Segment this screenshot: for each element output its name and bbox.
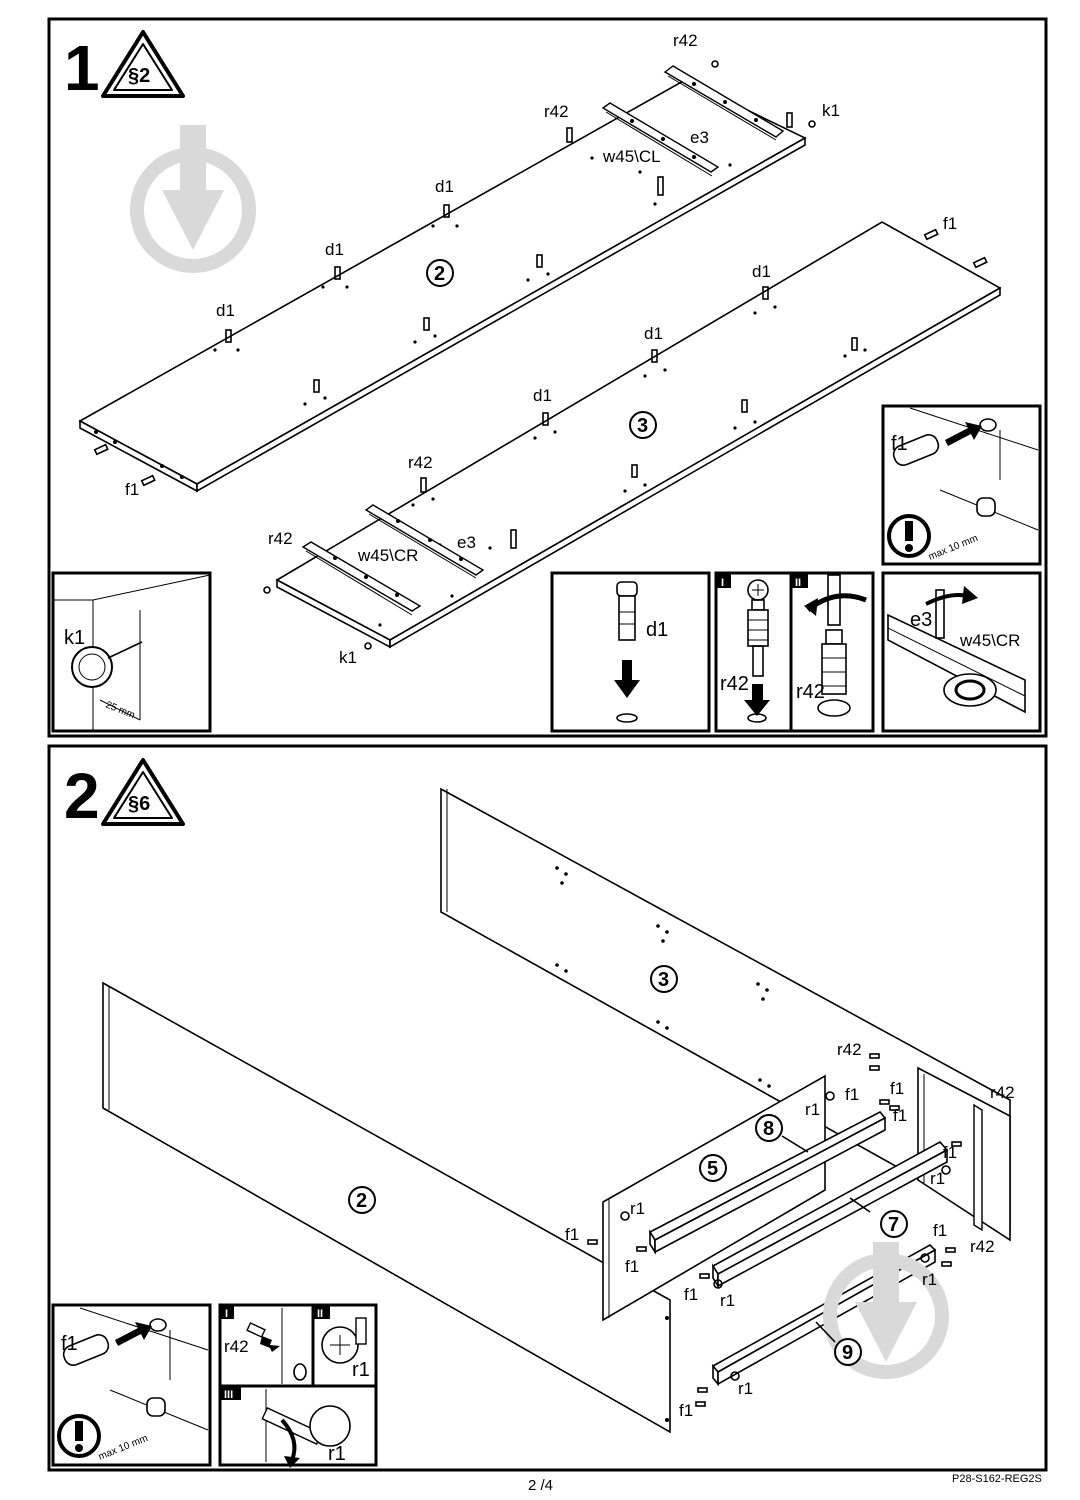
label-e3: e3 (457, 533, 476, 552)
label-r1: r1 (922, 1270, 937, 1289)
svg-text:7: 7 (888, 1214, 899, 1236)
label-f1: f1 (684, 1285, 698, 1304)
r1-step-i: I (225, 1308, 228, 1320)
step-2-section: 2 §6 (47, 744, 1048, 1472)
svg-text:3: 3 (637, 415, 648, 437)
r1-step-ii: II (317, 1308, 323, 1320)
label-r1: r1 (720, 1291, 735, 1310)
inset-e3-rail-label: w45\CR (959, 631, 1020, 650)
inset-e3-detail: e3 w45\CR (881, 571, 1042, 733)
label-w45-cr: w45\CR (357, 546, 418, 565)
hardware-f1-r1 (587, 1053, 962, 1407)
side-panel-right (917, 1066, 1011, 1242)
inset-r42-steps: I II r42 r42 (714, 571, 875, 733)
label-k1: k1 (339, 648, 357, 667)
label-f1: f1 (625, 1257, 639, 1276)
label-f1: f1 (845, 1085, 859, 1104)
step-2-badge-text: §6 (128, 793, 150, 815)
r1-label-iii: r1 (328, 1443, 346, 1465)
step-2-number: 2 (64, 760, 100, 832)
part-marker-3: 3 (629, 411, 657, 439)
part-marker-5: 5 (699, 1154, 727, 1182)
watermark-logo (130, 125, 256, 273)
inset-d1-label: d1 (646, 619, 668, 641)
inset-f1-detail-step2: f1 max 10 mm (51, 1303, 212, 1467)
rail-8 (648, 1110, 887, 1255)
r1-label-ii: r1 (352, 1359, 370, 1381)
part-marker-3: 3 (650, 965, 678, 993)
label-d1: d1 (216, 301, 235, 320)
svg-text:2: 2 (434, 263, 445, 285)
label-w45-cl: w45\CL (602, 147, 661, 166)
label-f1: f1 (893, 1106, 907, 1125)
r42-step-ii: II (795, 577, 801, 589)
label-d1: d1 (533, 386, 552, 405)
label-r42: r42 (673, 31, 698, 50)
label-e3: e3 (690, 128, 709, 147)
part-marker-2: 2 (348, 1186, 376, 1214)
label-r1: r1 (805, 1100, 820, 1119)
inset-r1-steps: I II III r42 r1 r1 (218, 1303, 378, 1468)
r42-step-i: I (721, 577, 724, 589)
inset-f1-detail: f1 max 10 mm (881, 404, 1042, 566)
label-d1: d1 (435, 177, 454, 196)
d1-dowels (225, 112, 793, 393)
label-r42: r42 (268, 529, 293, 548)
part-marker-7: 7 (849, 1197, 908, 1238)
label-f1: f1 (933, 1221, 947, 1240)
step-1-badge-text: §2 (128, 65, 150, 87)
label-r1: r1 (930, 1169, 945, 1188)
label-r42: r42 (837, 1040, 862, 1059)
label-r42: r42 (544, 102, 569, 121)
step-1-section: 1 §2 (47, 17, 1048, 738)
label-f1: f1 (125, 480, 139, 499)
document-code: P28-S162-REG2S (952, 1473, 1042, 1485)
label-d1: d1 (325, 240, 344, 259)
label-f1: f1 (679, 1401, 693, 1420)
label-r42: r42 (408, 453, 433, 472)
dowel-holes (378, 305, 867, 627)
watermark-logo (823, 1242, 949, 1379)
label-r1: r1 (738, 1379, 753, 1398)
r1-label-i: r42 (224, 1337, 249, 1356)
part-marker-9: 9 (815, 1321, 862, 1366)
drawer-rail-w45-cr (263, 504, 485, 650)
rail-7 (711, 1140, 949, 1289)
drawer-rail-w45-cl (601, 60, 816, 177)
part-marker-2: 2 (426, 259, 454, 287)
label-f1: f1 (943, 214, 957, 233)
step-1-badge: §2 (101, 30, 185, 98)
inset-k1-label: k1 (64, 627, 85, 649)
front-panel-2 (102, 981, 671, 1434)
step-1-number: 1 (64, 32, 100, 104)
r42-label-i: r42 (720, 673, 749, 695)
label-f1: f1 (890, 1079, 904, 1098)
label-d1: d1 (644, 324, 663, 343)
label-r42: r42 (990, 1083, 1015, 1102)
label-d1: d1 (752, 262, 771, 281)
inset-f1-label: f1 (891, 433, 908, 455)
inset-e3-screw-label: e3 (910, 609, 932, 631)
svg-text:9: 9 (842, 1342, 853, 1364)
label-r1: r1 (630, 1199, 645, 1218)
svg-text:3: 3 (658, 969, 669, 991)
r42-label-ii: r42 (796, 681, 825, 703)
label-f1: f1 (943, 1143, 957, 1162)
svg-text:2: 2 (356, 1190, 367, 1212)
page-number: 2 /4 (528, 1477, 553, 1494)
svg-text:5: 5 (707, 1158, 718, 1180)
inset-d1-detail: d1 (550, 571, 711, 733)
r1-step-iii: III (224, 1389, 233, 1401)
part-marker-8: 8 (755, 1114, 809, 1153)
inset-f1-label: f1 (61, 1333, 78, 1355)
svg-text:8: 8 (763, 1118, 774, 1140)
inset-k1-detail: 25 mm k1 (51, 571, 212, 733)
dowel-holes (94, 156, 732, 479)
label-f1: f1 (565, 1225, 579, 1244)
label-k1: k1 (822, 101, 840, 120)
step-2-badge: §6 (101, 758, 185, 826)
label-r42: r42 (970, 1237, 995, 1256)
d1-dowels (420, 286, 858, 549)
